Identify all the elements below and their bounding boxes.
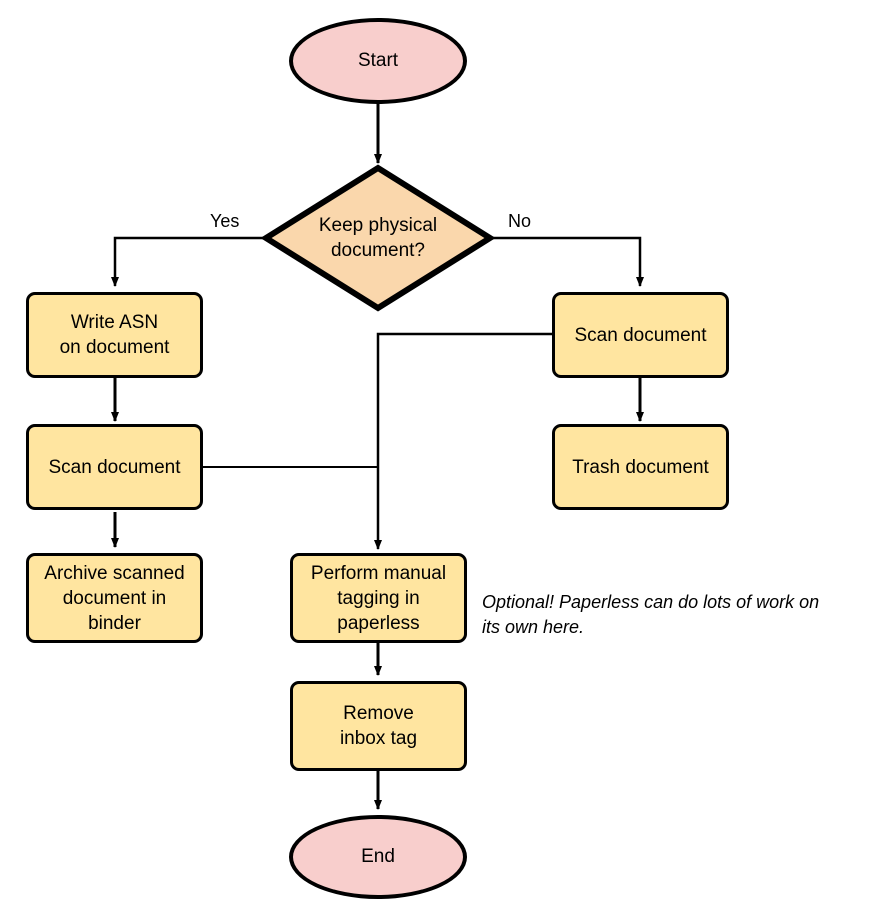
annotation-line2: its own here. [482, 617, 585, 637]
node-scan-document-left[interactable]: Scan document [26, 424, 203, 510]
node-decision-keep-physical-document[interactable]: Keep physical document? [262, 164, 494, 312]
node-scan-document-left-label: Scan document [48, 456, 181, 478]
node-trash-document-label: Trash document [572, 456, 709, 478]
decision-diamond-shape [262, 164, 494, 312]
node-decision-label-line2: document? [330, 240, 425, 261]
node-decision-label: Keep physical document? [262, 164, 494, 312]
node-decision-label-line1: Keep physical [318, 215, 438, 236]
node-start-label: Start [357, 50, 399, 71]
edge-decision-no-to-scan-right [492, 236, 644, 287]
edge-label-yes: Yes [210, 211, 240, 231]
node-scan-document-right-label: Scan document [574, 324, 707, 346]
node-end-label: End [361, 846, 395, 867]
node-remove-inbox-label-line1: Remove [343, 703, 414, 724]
node-tagging-label-line2: tagging in [337, 587, 420, 609]
node-write-asn-label-line1: Write ASN [70, 312, 159, 333]
node-archive-label-line3: binder [88, 612, 141, 634]
node-trash-document[interactable]: Trash document [552, 424, 729, 510]
node-scan-document-right[interactable]: Scan document [552, 292, 729, 378]
annotation-optional-paperless: Optional! Paperless can do lots of work … [482, 590, 882, 640]
edge-scan-right-to-tagging [374, 332, 552, 550]
node-remove-inbox-tag[interactable]: Remove inbox tag [290, 681, 467, 771]
node-end[interactable]: End [289, 815, 467, 899]
node-archive-scanned-document-in-binder[interactable]: Archive scanned document in binder [26, 553, 203, 643]
edge-label-no: No [508, 211, 532, 231]
node-write-asn-label-line2: on document [59, 337, 170, 358]
node-archive-label-line1: Archive scanned [44, 562, 185, 584]
edge-decision-yes-to-write-asn [111, 236, 264, 287]
node-perform-manual-tagging-in-paperless[interactable]: Perform manual tagging in paperless [290, 553, 467, 643]
node-write-asn-on-document[interactable]: Write ASN on document [26, 292, 203, 378]
node-tagging-label-line3: paperless [337, 612, 420, 634]
node-tagging-label-line1: Perform manual [310, 562, 447, 584]
annotation-line1: Optional! Paperless can do lots of work … [482, 592, 820, 612]
node-remove-inbox-label-line2: inbox tag [339, 728, 418, 749]
node-archive-label-line2: document in [62, 587, 167, 609]
node-start[interactable]: Start [289, 18, 467, 104]
